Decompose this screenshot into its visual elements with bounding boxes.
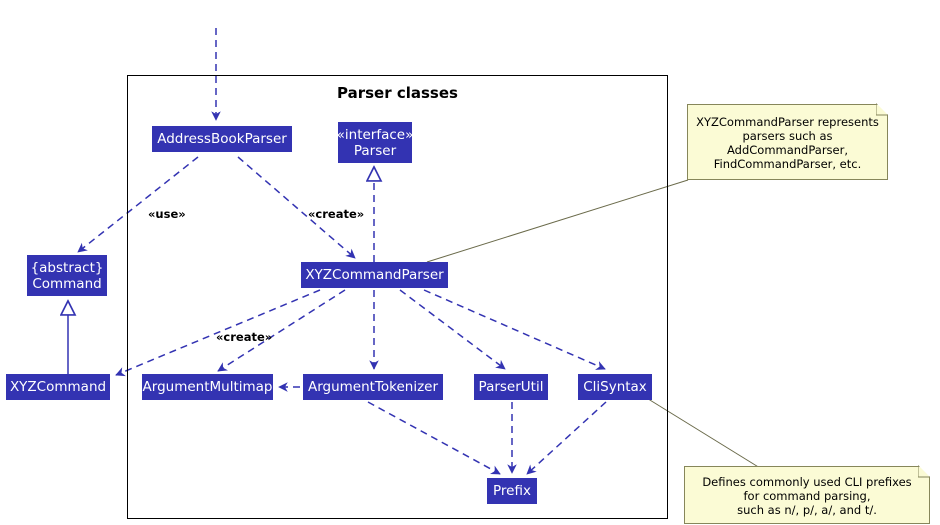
class-command[interactable]: {abstract} Command <box>27 255 107 296</box>
class-stereotype: «interface» <box>336 126 414 143</box>
class-prefix[interactable]: Prefix <box>487 478 537 504</box>
class-argumentmultimap[interactable]: ArgumentMultimap <box>142 374 273 400</box>
parser-classes-frame <box>127 75 668 519</box>
class-label: Prefix <box>493 483 531 499</box>
class-label: XYZCommandParser <box>305 267 444 283</box>
class-parser[interactable]: «interface» Parser <box>336 122 414 163</box>
note-clisyntax: Defines commonly used CLI prefixes for c… <box>684 466 930 524</box>
class-label: ArgumentTokenizer <box>307 379 439 395</box>
frame-title: Parser classes <box>337 84 458 102</box>
class-label: AddressBookParser <box>157 131 287 147</box>
edge-label-use: «use» <box>148 207 186 221</box>
edge-label-create-multimap: «create» <box>216 330 273 344</box>
class-xyzcommand[interactable]: XYZCommand <box>6 374 110 400</box>
class-label: Parser <box>353 142 397 159</box>
class-label: Command <box>32 275 102 292</box>
class-argumenttokenizer[interactable]: ArgumentTokenizer <box>303 374 443 400</box>
class-xyzcommandparser[interactable]: XYZCommandParser <box>301 262 448 288</box>
class-stereotype: {abstract} <box>30 259 104 276</box>
note-xyzcommandparser: XYZCommandParser represents parsers such… <box>687 104 888 180</box>
class-label: XYZCommand <box>9 379 107 395</box>
class-label: ArgumentMultimap <box>142 379 273 395</box>
class-addressbookparser[interactable]: AddressBookParser <box>152 126 292 152</box>
class-clisyntax[interactable]: CliSyntax <box>578 374 652 400</box>
class-parserutil[interactable]: ParserUtil <box>474 374 548 400</box>
class-label: CliSyntax <box>583 379 647 395</box>
edge-label-create-parser: «create» <box>308 207 365 221</box>
class-label: ParserUtil <box>478 379 544 395</box>
